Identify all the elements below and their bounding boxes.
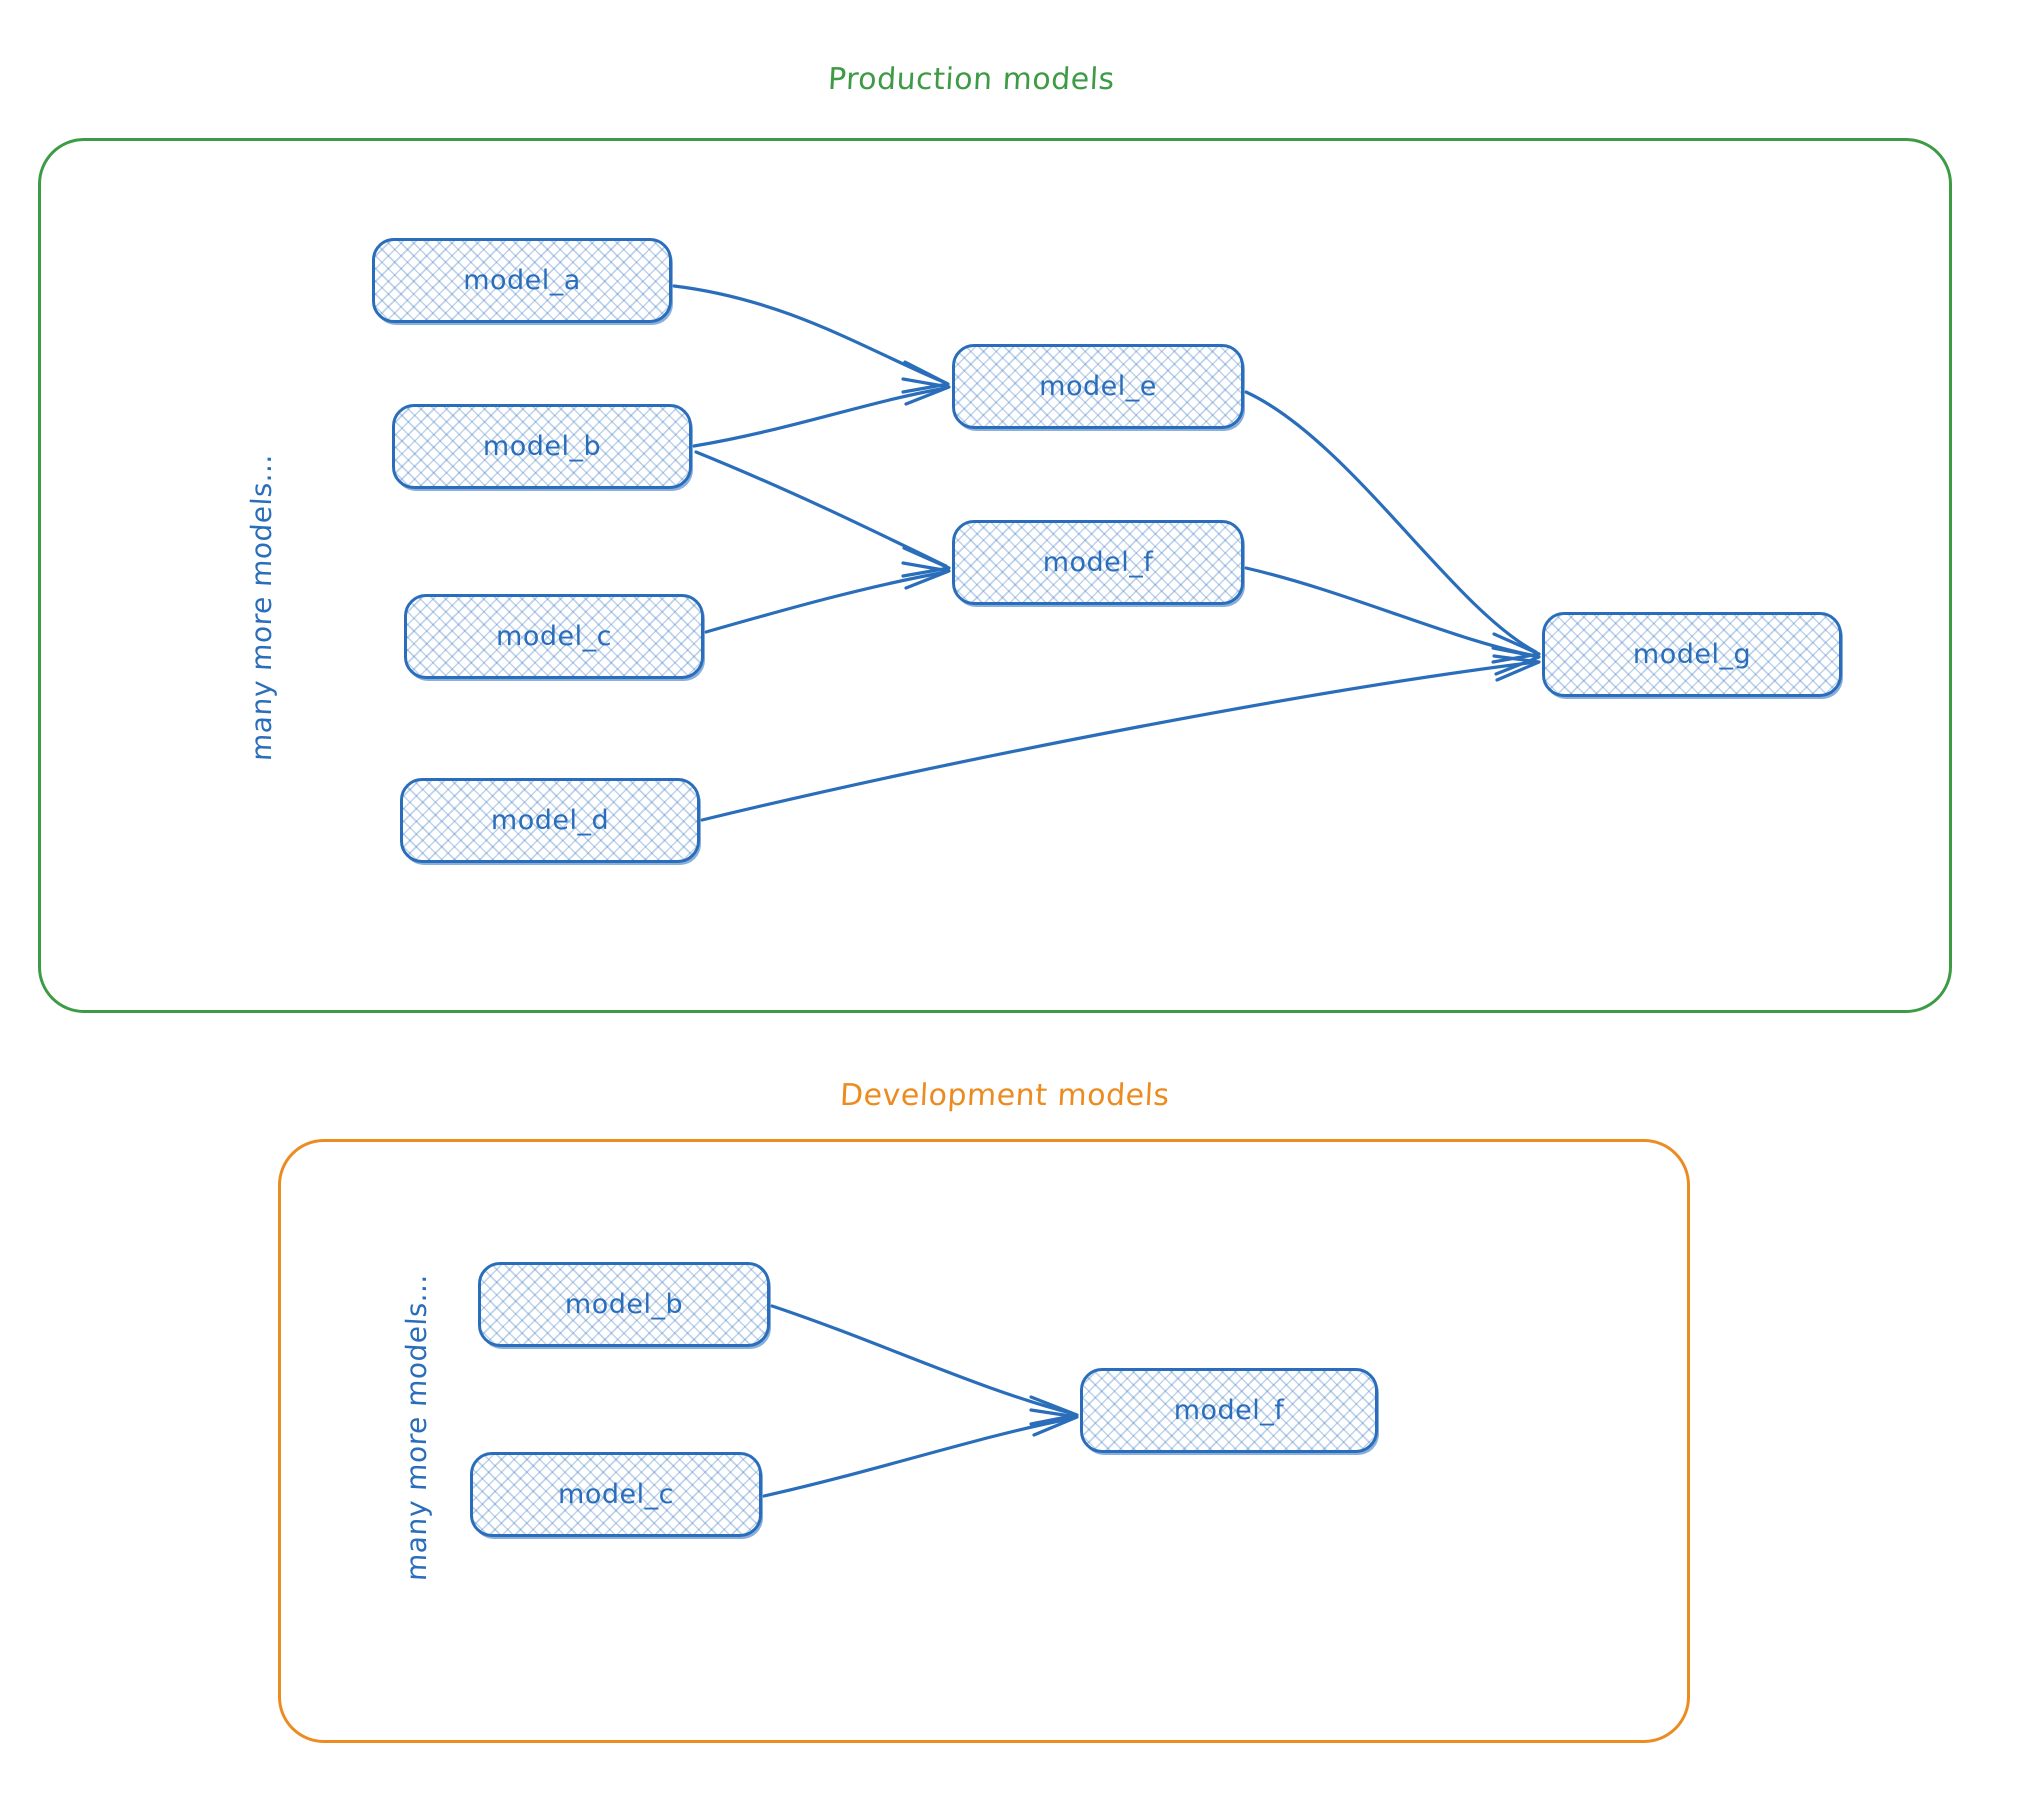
node-model-c[interactable]: model_c [404,594,704,679]
node-model-b[interactable]: model_b [392,404,692,489]
node-model-g[interactable]: model_g [1542,612,1842,697]
production-group-title: Production models [827,62,1116,97]
dev-node-model-c[interactable]: model_c [470,1452,762,1537]
dev-node-model-f[interactable]: model_f [1080,1368,1378,1453]
node-model-e[interactable]: model_e [952,344,1244,429]
development-group-box [278,1139,1690,1743]
node-model-f[interactable]: model_f [952,520,1244,605]
production-group-box [38,138,1952,1013]
dev-node-model-b[interactable]: model_b [478,1262,770,1347]
production-side-label: many more models... [245,452,278,762]
development-side-label: many more models... [400,1272,433,1582]
node-model-d[interactable]: model_d [400,778,700,863]
development-group-title: Development models [839,1078,1171,1113]
node-model-a[interactable]: model_a [372,238,672,323]
